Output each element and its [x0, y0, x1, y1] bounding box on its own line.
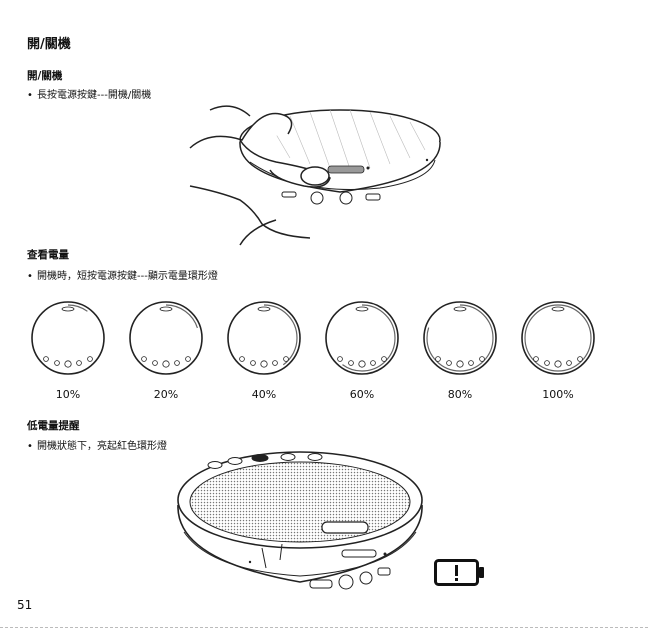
dial-button-dot [142, 357, 147, 362]
dial-button-dot [436, 357, 441, 362]
speaker-dial-icon [520, 300, 596, 376]
dial-button-dot [578, 357, 583, 362]
dial-button-dot [545, 361, 550, 366]
dial-button-dot [273, 361, 278, 366]
dial-button-dot [175, 361, 180, 366]
dial-button-dot [534, 357, 539, 362]
dial-logo-mark [454, 307, 466, 311]
battery-section-title: 查看電量 [27, 247, 69, 262]
battery-bullet-text: 開機時，短按電源按鍵---顯示電量環形燈 [37, 271, 218, 282]
dial-button-dot [447, 361, 452, 366]
battery-bullet: •開機時，短按電源按鍵---顯示電量環形燈 [27, 267, 218, 282]
speaker-dial-icon [422, 300, 498, 376]
bullet-dot-icon: • [27, 271, 37, 282]
power-bullet-text: 長按電源按鍵---開機/關機 [37, 90, 151, 101]
dial-logo-mark [62, 307, 74, 311]
low-battery-icon [434, 559, 486, 586]
battery-level-label: 20% [126, 388, 206, 401]
dial-logo-mark [356, 307, 368, 311]
dial-button-dot [261, 361, 267, 367]
dial-button-dot [338, 357, 343, 362]
dial-logo-mark [552, 307, 564, 311]
low-battery-bullet: •開機狀態下，亮起紅色環形燈 [27, 437, 167, 452]
dial-button-dot [240, 357, 245, 362]
speaker-dial-icon [324, 300, 400, 376]
power-section-title: 開/關機 [27, 68, 62, 83]
footer-divider [0, 627, 648, 628]
dial-logo-mark [160, 307, 172, 311]
speaker-illustration [170, 450, 435, 605]
dial-button-dot [567, 361, 572, 366]
page-number: 51 [17, 598, 32, 612]
dial-button-dot [349, 361, 354, 366]
dial-button-dot [55, 361, 60, 366]
battery-level-label: 80% [420, 388, 500, 401]
dial-logo-mark [258, 307, 270, 311]
dial-button-dot [186, 357, 191, 362]
dial-button-dot [65, 361, 71, 367]
speaker-dial-icon [30, 300, 106, 376]
dial-button-dot [382, 357, 387, 362]
dial-button-dot [251, 361, 256, 366]
speaker-dial-icon [226, 300, 302, 376]
battery-level-label: 100% [518, 388, 598, 401]
bullet-dot-icon: • [27, 441, 37, 452]
dial-button-dot [359, 361, 365, 367]
dial-button-dot [480, 357, 485, 362]
low-battery-section-title: 低電量提醒 [27, 418, 80, 433]
battery-level-label: 10% [28, 388, 108, 401]
dial-button-dot [371, 361, 376, 366]
dial-button-dot [555, 361, 561, 367]
page-title: 開/關機 [27, 33, 71, 52]
dial-button-dot [77, 361, 82, 366]
battery-level-label: 60% [322, 388, 402, 401]
dial-button-dot [88, 357, 93, 362]
dial-button-dot [44, 357, 49, 362]
dial-button-dot [457, 361, 463, 367]
low-battery-bullet-text: 開機狀態下，亮起紅色環形燈 [37, 441, 167, 452]
hand-pressing-power-illustration [180, 100, 450, 248]
bullet-dot-icon: • [27, 90, 37, 101]
dial-button-dot [469, 361, 474, 366]
battery-level-label: 40% [224, 388, 304, 401]
power-bullet: •長按電源按鍵---開機/關機 [27, 86, 151, 101]
dial-button-dot [153, 361, 158, 366]
speaker-dial-icon [128, 300, 204, 376]
dial-button-dot [163, 361, 169, 367]
dial-button-dot [284, 357, 289, 362]
